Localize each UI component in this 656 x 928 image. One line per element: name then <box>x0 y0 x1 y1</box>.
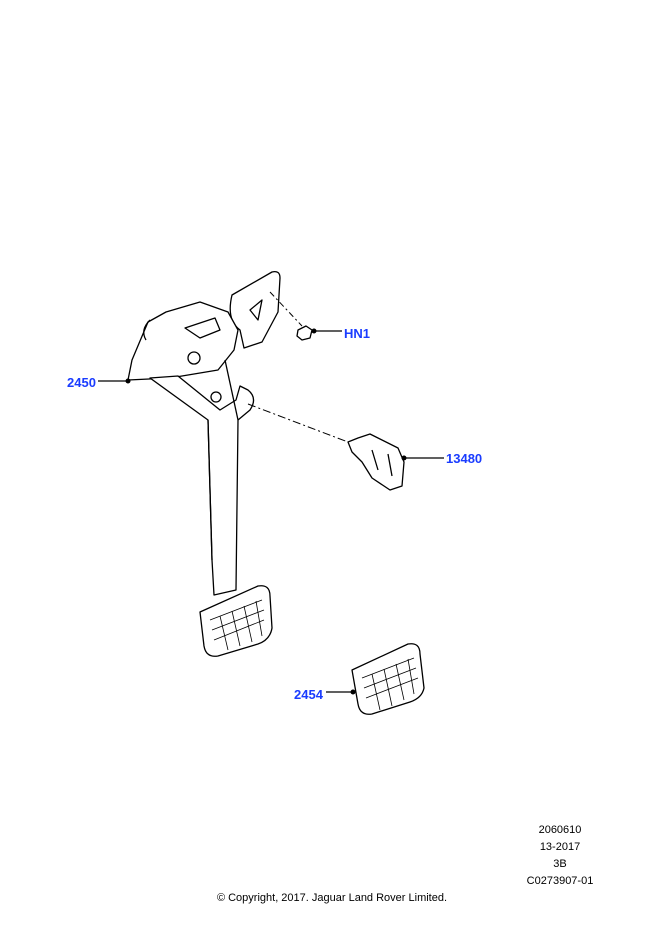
pedal-box <box>127 301 239 381</box>
ref-line-1: 2060610 <box>538 824 582 836</box>
mounting-bracket <box>229 270 281 349</box>
callout-hn1[interactable]: HN1 <box>344 326 371 341</box>
ref-line-4: C0273907-01 <box>526 875 594 887</box>
ref-line-2: 13-2017 <box>539 841 581 853</box>
ref-line-3: 3B <box>553 858 567 870</box>
nut-hn1 <box>296 325 313 341</box>
callout-13480[interactable]: 13480 <box>446 451 483 466</box>
callout-2454[interactable]: 2454 <box>294 687 323 702</box>
copyright-text: © Copyright, 2017. Jaguar Land Rover Lim… <box>216 892 448 904</box>
callout-2450[interactable]: 2450 <box>67 375 96 390</box>
pedal-arm <box>149 375 255 596</box>
